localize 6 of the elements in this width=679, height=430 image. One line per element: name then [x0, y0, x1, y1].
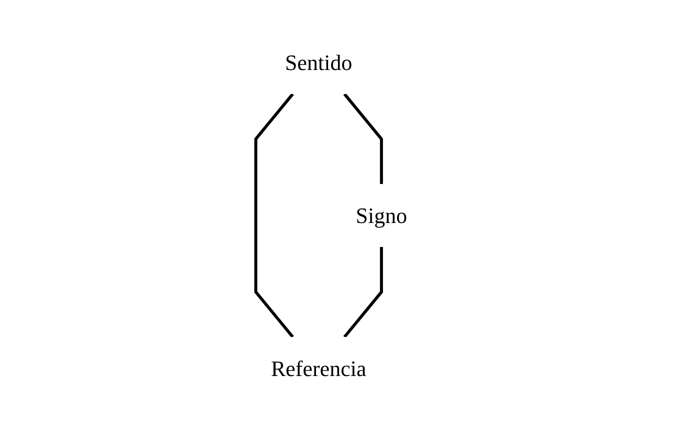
node-text: Signo — [356, 202, 408, 228]
connector — [254, 92, 294, 338]
node-text: Sentido — [285, 50, 353, 75]
connector — [344, 246, 384, 338]
connector — [344, 92, 384, 184]
node-text: Referencia — [271, 355, 367, 380]
